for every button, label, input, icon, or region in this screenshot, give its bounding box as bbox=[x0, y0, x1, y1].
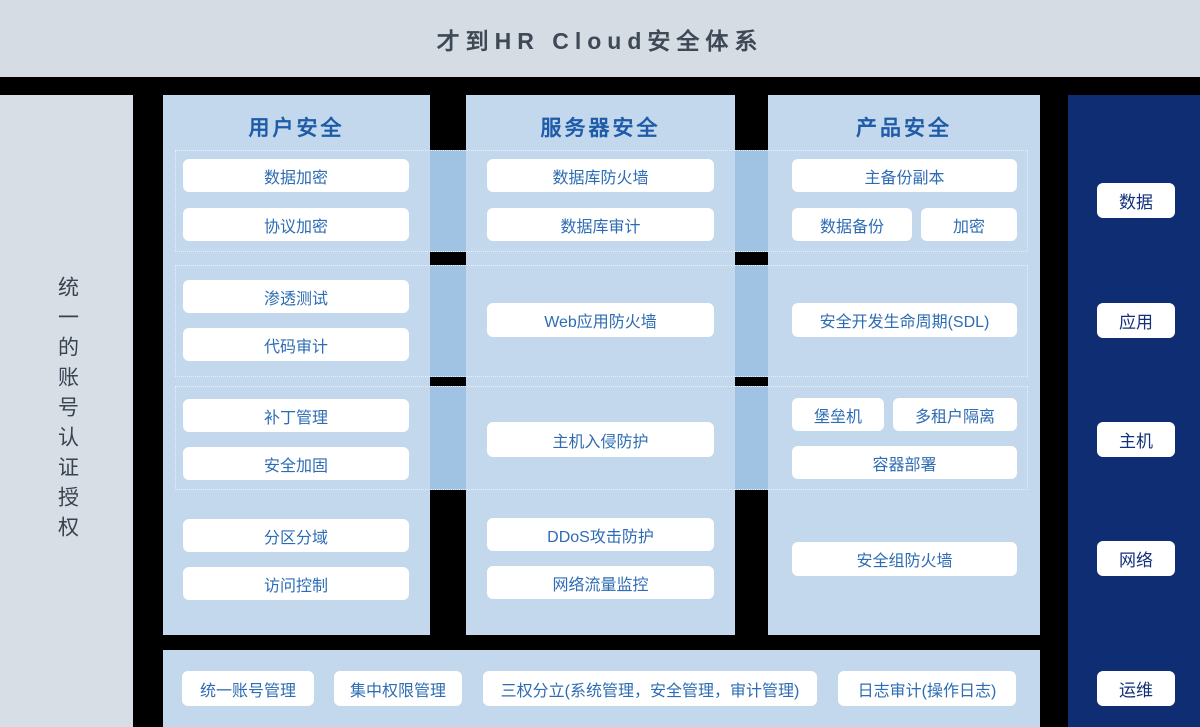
chip-data-backup: 数据备份 bbox=[792, 208, 912, 241]
column-title-server-security: 服务器安全 bbox=[540, 117, 661, 140]
chip-unified-account-management: 统一账号管理 bbox=[182, 671, 314, 706]
layer-chip-data: 数据 bbox=[1097, 183, 1175, 218]
column-title-user-security: 用户安全 bbox=[248, 117, 345, 140]
chip-database-firewall: 数据库防火墙 bbox=[487, 159, 714, 192]
chip-security-group-firewall: 安全组防火墙 bbox=[792, 542, 1017, 576]
chip-access-control: 访问控制 bbox=[183, 567, 409, 600]
connector-row2-right bbox=[735, 265, 768, 377]
connector-row1-left bbox=[430, 150, 466, 252]
chip-sdl: 安全开发生命周期(SDL) bbox=[792, 303, 1017, 337]
connector-row1-right bbox=[735, 150, 768, 252]
chip-separation-of-powers: 三权分立(系统管理，安全管理，审计管理) bbox=[483, 671, 817, 706]
chip-database-audit: 数据库审计 bbox=[487, 208, 714, 241]
chip-host-intrusion-protection: 主机入侵防护 bbox=[487, 422, 714, 457]
chip-ddos-protection: DDoS攻击防护 bbox=[487, 518, 714, 551]
chip-multi-tenant-isolation: 多租户隔离 bbox=[893, 398, 1017, 431]
chip-data-encryption: 数据加密 bbox=[183, 159, 409, 192]
layer-chip-network: 网络 bbox=[1097, 541, 1175, 576]
chip-penetration-testing: 渗透测试 bbox=[183, 280, 409, 313]
column-title-product-security: 产品安全 bbox=[856, 117, 952, 140]
chip-web-application-firewall: Web应用防火墙 bbox=[487, 303, 714, 337]
unified-auth-panel: 统一的账号认证授权 bbox=[0, 95, 133, 727]
chip-container-deployment: 容器部署 bbox=[792, 446, 1017, 479]
chip-centralized-permission-management: 集中权限管理 bbox=[334, 671, 462, 706]
layer-chip-application: 应用 bbox=[1097, 303, 1175, 338]
chip-network-traffic-monitoring: 网络流量监控 bbox=[487, 566, 714, 599]
unified-auth-label: 统一的账号认证授权 bbox=[55, 276, 79, 546]
chip-bastion-host: 堡垒机 bbox=[792, 398, 884, 431]
chip-master-backup-replica: 主备份副本 bbox=[792, 159, 1017, 192]
connector-row3-left bbox=[430, 386, 466, 490]
connector-row2-left bbox=[430, 265, 466, 377]
chip-security-hardening: 安全加固 bbox=[183, 447, 409, 480]
chip-code-audit: 代码审计 bbox=[183, 328, 409, 361]
layer-chip-operations: 运维 bbox=[1097, 671, 1175, 706]
chip-encryption: 加密 bbox=[921, 208, 1017, 241]
chip-log-audit: 日志审计(操作日志) bbox=[838, 671, 1016, 706]
layer-chip-host: 主机 bbox=[1097, 422, 1175, 457]
connector-row3-right bbox=[735, 386, 768, 490]
page-header: 才到HR Cloud安全体系 bbox=[0, 0, 1200, 77]
page-title: 才到HR Cloud安全体系 bbox=[436, 27, 764, 54]
chip-protocol-encryption: 协议加密 bbox=[183, 208, 409, 241]
chip-patch-management: 补丁管理 bbox=[183, 399, 409, 432]
chip-partition-zoning: 分区分域 bbox=[183, 519, 409, 552]
